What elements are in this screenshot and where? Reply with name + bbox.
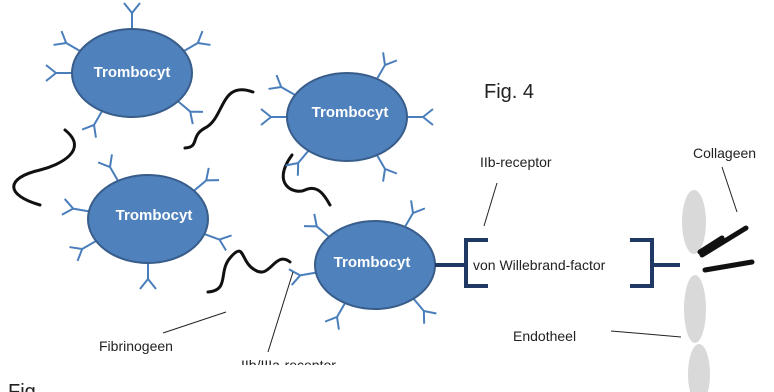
- platelet-top-right: Trombocyt: [260, 52, 434, 182]
- collagen-fiber: [702, 259, 755, 273]
- leader-fibrinogeen: [162, 311, 227, 334]
- receptor-y-shape: [45, 64, 72, 82]
- leader-iib-receptor: [483, 182, 498, 227]
- fibrinogeen-label: Fibrinogeen: [99, 338, 173, 354]
- collagen-fibers: [697, 225, 755, 273]
- figure-label: Fig. 4: [484, 81, 534, 103]
- platelet-label: Trombocyt: [334, 254, 411, 271]
- iib-iiia-receptor-label: IIb/IIIa-receptor: [241, 357, 336, 373]
- collagen-fiber: [699, 225, 749, 258]
- leader-collageen: [721, 166, 738, 213]
- endothelial-cell: [684, 275, 706, 343]
- leader-iib-iiia-receptor: [267, 271, 294, 353]
- receptor-y-shape: [204, 233, 232, 251]
- receptor-y-shape: [303, 213, 330, 238]
- iib-iiia-receptor-icons: [288, 200, 437, 330]
- receptor-y-shape: [376, 154, 398, 182]
- receptor-y-shape: [407, 108, 434, 126]
- receptor-y-shape: [53, 30, 81, 52]
- receptor-y-shape: [260, 108, 287, 126]
- receptor-y-shape: [97, 154, 119, 182]
- fibrinogen-strand-2: [183, 88, 255, 150]
- receptor-y-shape: [404, 200, 426, 228]
- iib-iiia-receptor-icons: [260, 52, 434, 182]
- iib-iiia-receptor-icons: [61, 154, 232, 290]
- collageen-label: Collageen: [693, 145, 756, 161]
- fibrinogen-strand-1: [12, 128, 76, 207]
- platelet-middle-left: Trombocyt: [61, 154, 232, 290]
- receptor-y-shape: [324, 302, 346, 330]
- vwf-label: von Willebrand-factor: [473, 257, 606, 273]
- vwf-right-bracket: [630, 238, 654, 288]
- endothelial-cell: [688, 344, 710, 392]
- iib-iiia-receptor-icons: [45, 2, 211, 138]
- endothelium: [682, 190, 710, 392]
- leader-lines: [162, 166, 738, 353]
- endotheel-label: Endotheel: [513, 328, 576, 344]
- platelet-bottom-right: Trombocyt: [288, 200, 437, 330]
- receptor-y-shape: [288, 268, 317, 286]
- receptor-y-shape: [81, 110, 103, 138]
- platelet-cell: [71, 28, 193, 118]
- platelet-label: Trombocyt: [94, 64, 171, 81]
- receptor-y-shape: [268, 74, 296, 96]
- receptor-y-shape: [139, 263, 157, 290]
- receptor-y-shape: [285, 150, 310, 176]
- platelet-cell: [286, 72, 408, 162]
- iib-receptor-label: IIb-receptor: [480, 154, 552, 170]
- receptor-y-shape: [177, 100, 204, 125]
- receptor-y-shape: [183, 30, 211, 52]
- vwf-left-bracket: [464, 238, 488, 288]
- platelet-cell: [87, 174, 209, 264]
- fibrinogen-strand-3: [281, 153, 332, 207]
- fibrinogen-strand-4: [206, 249, 292, 294]
- receptor-y-shape: [193, 167, 220, 192]
- receptor-y-shape: [376, 52, 398, 80]
- collagen-fiber: [697, 235, 725, 255]
- platelet-label: Trombocyt: [116, 207, 193, 224]
- leader-endotheel: [610, 330, 682, 338]
- receptor-y-shape: [123, 2, 141, 29]
- receptor-y-shape: [412, 298, 437, 324]
- fibrinogen-strands: [12, 88, 332, 294]
- platelet-top-left: Trombocyt: [45, 2, 211, 138]
- platelet-label: Trombocyt: [312, 104, 389, 121]
- receptor-y-shape: [69, 240, 97, 262]
- figure-caption-cutoff: Fig: [8, 381, 36, 392]
- receptor-y-shape: [61, 198, 90, 216]
- endothelial-cell: [682, 190, 706, 254]
